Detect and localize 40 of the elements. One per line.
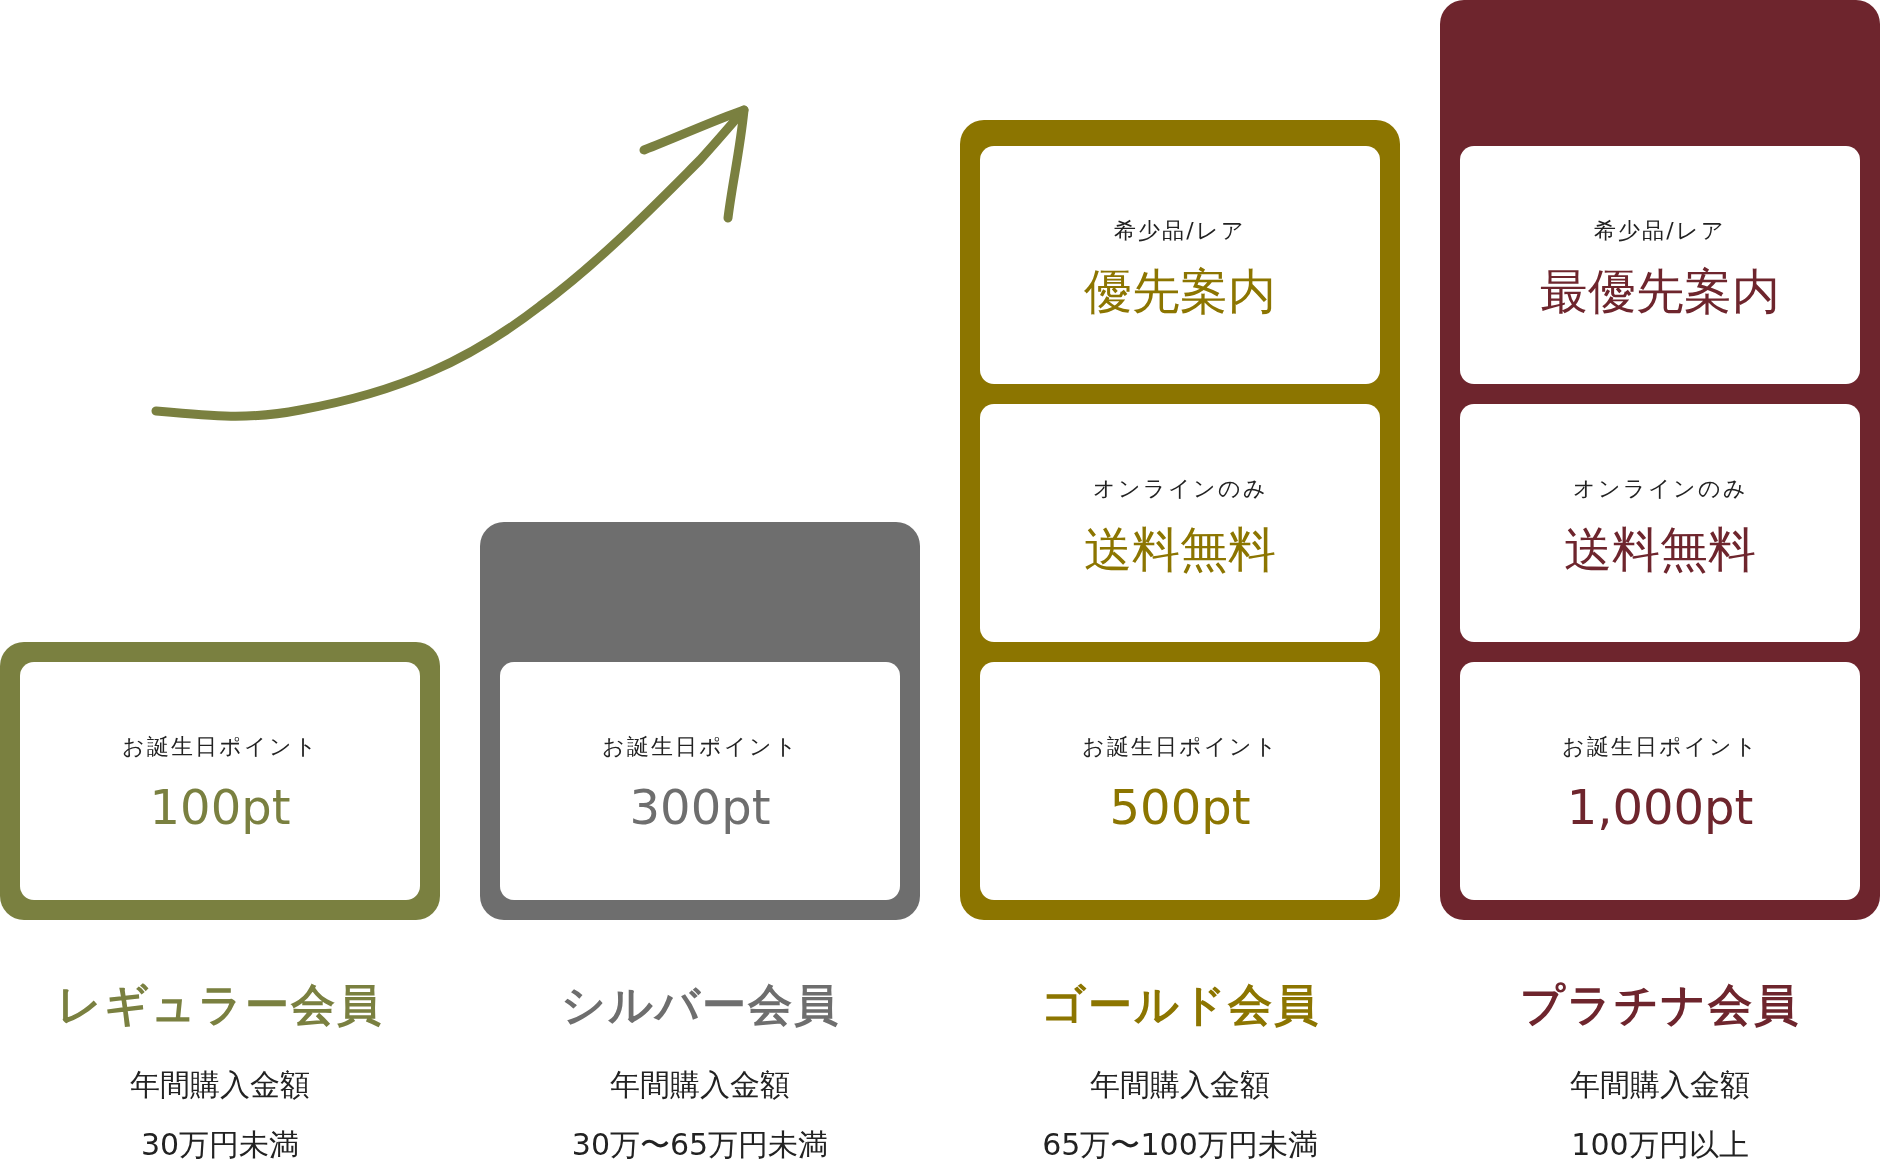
benefit-value: 最優先案内 [1540, 261, 1780, 321]
purchase-condition: 30万〜65万円未満 [571, 1126, 829, 1164]
benefit-caption: 希少品/レア [1114, 216, 1246, 245]
benefit-card [1460, 146, 1860, 384]
purchase-condition: 年間購入金額 [1570, 1066, 1750, 1104]
benefit-card [20, 662, 420, 900]
benefit-value: 送料無料 [1564, 519, 1756, 579]
tier-name: ゴールド会員 [1040, 978, 1320, 1032]
tier-panel [960, 120, 1400, 920]
benefit-value: 送料無料 [1084, 519, 1276, 579]
tier-name: プラチナ会員 [1520, 978, 1800, 1032]
benefit-caption: オンラインのみ [1092, 474, 1268, 503]
benefit-card [980, 146, 1380, 384]
benefit-caption: お誕生日ポイント [121, 732, 319, 761]
tier-name: シルバー会員 [560, 978, 840, 1032]
benefit-card [1460, 404, 1860, 642]
purchase-condition: 年間購入金額 [1090, 1066, 1270, 1104]
purchase-condition: 100万円以上 [1571, 1126, 1749, 1164]
benefit-caption: オンラインのみ [1572, 474, 1748, 503]
benefit-caption: 希少品/レア [1594, 216, 1726, 245]
purchase-condition: 年間購入金額 [130, 1066, 310, 1104]
benefit-card [1460, 662, 1860, 900]
benefit-caption: お誕生日ポイント [601, 732, 799, 761]
purchase-condition: 年間購入金額 [610, 1066, 790, 1104]
tier-panel [0, 642, 440, 920]
purchase-condition: 65万〜100万円未満 [1042, 1126, 1318, 1164]
benefit-value: 100pt [149, 777, 291, 837]
benefit-caption: お誕生日ポイント [1081, 732, 1279, 761]
tier-name: レギュラー会員 [57, 978, 383, 1032]
benefit-card [980, 662, 1380, 900]
benefit-value: 500pt [1109, 777, 1251, 837]
benefit-card [500, 662, 900, 900]
tier-panel [480, 522, 920, 920]
tier-panel [1440, 0, 1880, 920]
benefit-caption: お誕生日ポイント [1561, 732, 1759, 761]
benefit-value: 優先案内 [1084, 261, 1276, 321]
purchase-condition: 30万円未満 [140, 1126, 300, 1164]
benefit-value: 1,000pt [1566, 777, 1754, 837]
benefit-card [980, 404, 1380, 642]
benefit-value: 300pt [629, 777, 771, 837]
